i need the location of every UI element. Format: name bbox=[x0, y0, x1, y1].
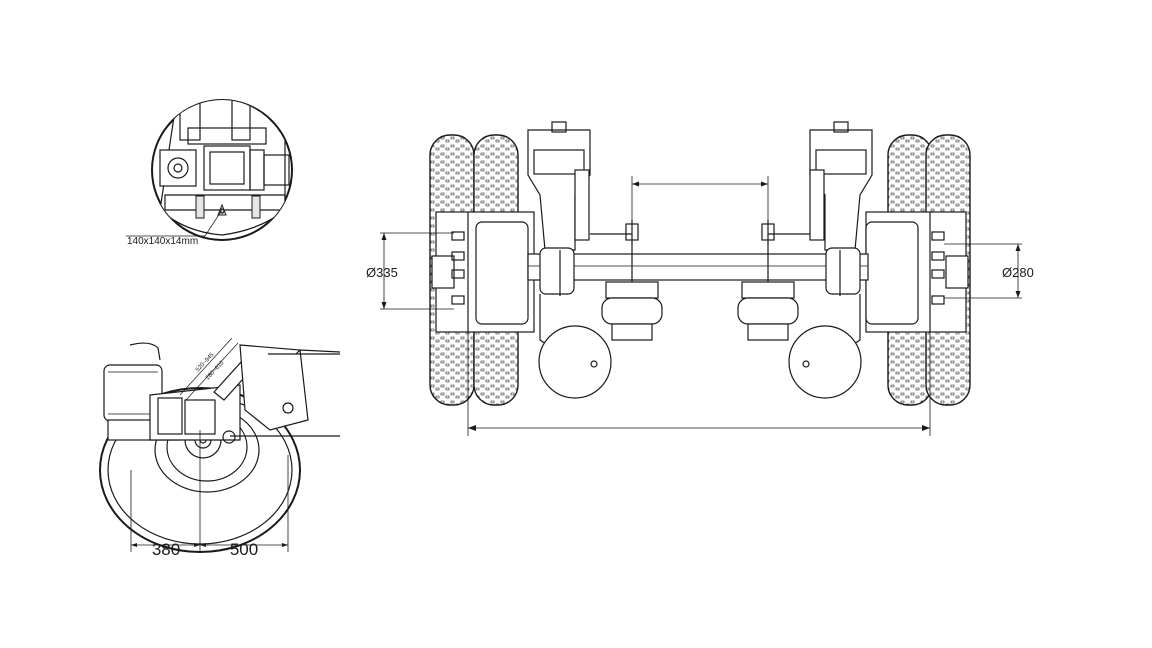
dim-380-label: 380 bbox=[152, 540, 180, 559]
axle-beam bbox=[527, 253, 869, 281]
dim-500-label: 500 bbox=[230, 540, 258, 559]
right-brake-chamber bbox=[737, 220, 799, 341]
dia-right-label: Ø280 bbox=[1002, 265, 1034, 280]
right-brake-drum bbox=[865, 221, 919, 325]
right-air-spring bbox=[788, 325, 862, 399]
side-view: 520~945 280~610 380 500 bbox=[99, 337, 341, 559]
profile-label: 140x140x14mm bbox=[127, 236, 198, 247]
left-brake-drum bbox=[475, 221, 529, 325]
hanger-bracket bbox=[239, 344, 309, 431]
rear-view: Ø335 Ø280 bbox=[366, 121, 1034, 436]
dia-left-label: Ø335 bbox=[366, 265, 398, 280]
left-brake-chamber bbox=[601, 220, 663, 341]
detail-view: 140x140x14mm bbox=[126, 99, 293, 247]
left-air-spring bbox=[538, 325, 612, 399]
